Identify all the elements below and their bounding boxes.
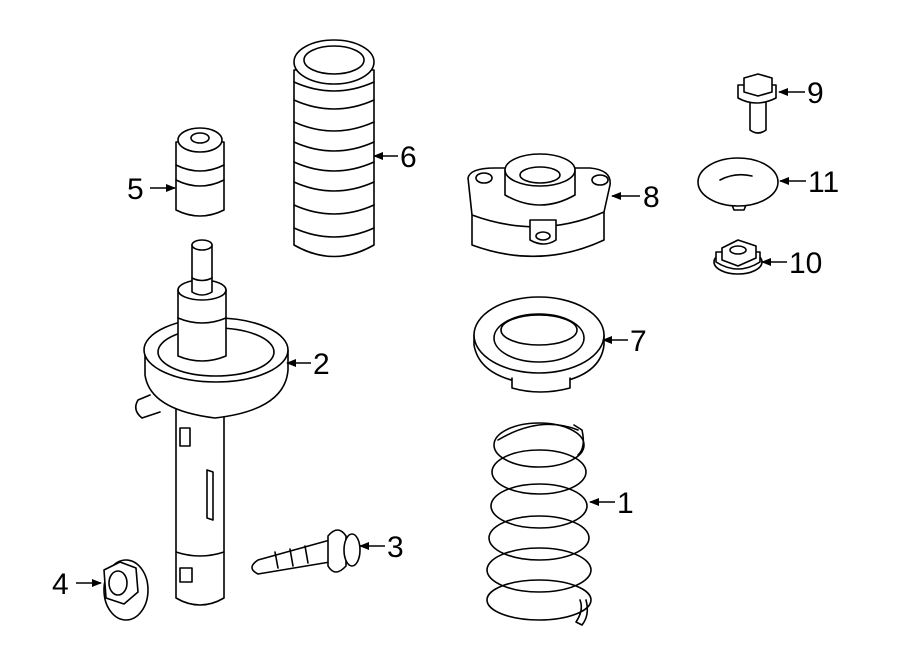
callout-10: 10 bbox=[761, 247, 822, 280]
callout-1: 1 bbox=[589, 487, 634, 520]
callout-label-10: 10 bbox=[789, 247, 822, 280]
callout-label-6: 6 bbox=[400, 141, 417, 174]
callout-label-11: 11 bbox=[808, 166, 839, 199]
callout-label-8: 8 bbox=[643, 181, 660, 214]
callout-9: 9 bbox=[778, 77, 824, 110]
callout-label-7: 7 bbox=[630, 325, 647, 358]
callout-4: 4 bbox=[52, 568, 102, 601]
callout-8: 8 bbox=[611, 181, 660, 214]
coil-spring[interactable] bbox=[486, 422, 592, 626]
callout-label-5: 5 bbox=[127, 173, 144, 206]
cap-clip[interactable] bbox=[697, 157, 779, 211]
callout-label-2: 2 bbox=[313, 348, 330, 381]
callout-label-4: 4 bbox=[52, 568, 69, 601]
flange-nut-10[interactable] bbox=[713, 239, 763, 275]
strut-assembly[interactable] bbox=[134, 239, 289, 606]
callout-6: 6 bbox=[373, 141, 417, 174]
upper-mount[interactable] bbox=[467, 153, 611, 258]
bolt-9[interactable] bbox=[737, 73, 777, 134]
callout-7: 7 bbox=[602, 325, 647, 358]
callout-2: 2 bbox=[286, 348, 330, 381]
callout-3: 3 bbox=[359, 531, 404, 564]
spring-seat[interactable] bbox=[473, 296, 605, 393]
bump-stop[interactable] bbox=[175, 127, 225, 217]
bolt-3[interactable] bbox=[251, 529, 361, 575]
dust-boot[interactable] bbox=[293, 39, 375, 258]
callout-label-9: 9 bbox=[807, 77, 824, 110]
callout-11: 11 bbox=[779, 166, 839, 199]
callout-label-3: 3 bbox=[387, 531, 404, 564]
flange-nut-4[interactable] bbox=[103, 559, 149, 621]
callout-label-1: 1 bbox=[617, 487, 634, 520]
callout-5: 5 bbox=[127, 173, 176, 206]
